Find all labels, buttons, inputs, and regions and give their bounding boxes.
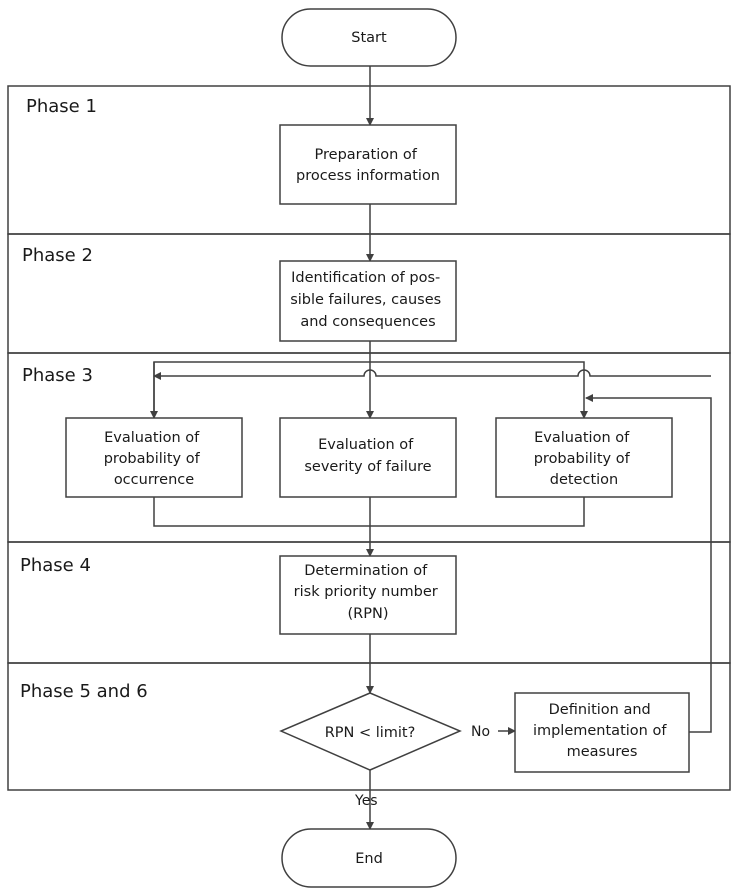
rpn-line-2: risk priority number <box>294 584 438 600</box>
rpn-line-1: Determination of <box>304 563 428 579</box>
identification-text: Identification of pos- sible failures, c… <box>290 270 446 330</box>
preparation-node: Preparation of process information <box>279 124 457 205</box>
end-text-line: End <box>355 851 383 867</box>
occurrence-line-1: Evaluation of <box>104 430 200 446</box>
measures-text: Definition and implementation of measure… <box>533 702 671 760</box>
rpn-line-3: (RPN) <box>348 606 389 622</box>
identification-line-2: sible failures, causes <box>290 292 441 308</box>
no-label: No <box>471 724 490 740</box>
detection-line-1: Evaluation of <box>534 430 630 446</box>
severity-text: Evaluation of severity of failure <box>304 437 431 475</box>
phase-label-1: Phase 1 <box>26 96 97 117</box>
rpn-node: Determination of risk priority number (R… <box>279 555 457 635</box>
start-node: Start <box>281 8 457 67</box>
phase-label-4: Phase 4 <box>20 555 91 576</box>
identification-node: Identification of pos- sible failures, c… <box>279 260 457 342</box>
detection-line-2: probability of <box>534 451 631 467</box>
end-text: End <box>355 851 383 867</box>
detection-text: Evaluation of probability of detection <box>534 430 635 488</box>
phase-band-5-6 <box>7 662 731 791</box>
edge-feedback-to-occurrence <box>153 369 711 380</box>
severity-line-2: severity of failure <box>304 459 431 475</box>
edge-merge-line <box>153 497 585 527</box>
measures-node: Definition and implementation of measure… <box>514 692 690 773</box>
decision-line: RPN < limit? <box>325 725 416 741</box>
start-text: Start <box>351 30 387 46</box>
severity-line-1: Evaluation of <box>318 437 414 453</box>
rpn-text: Determination of risk priority number (R… <box>294 563 443 622</box>
preparation-line-2: process information <box>296 168 440 184</box>
decision-text: RPN < limit? <box>325 725 416 741</box>
measures-line-1: Definition and <box>549 702 651 718</box>
connectors <box>150 66 712 830</box>
phase-label-2: Phase 2 <box>22 245 93 266</box>
detection-node: Evaluation of probability of detection <box>495 417 673 498</box>
severity-node: Evaluation of severity of failure <box>279 417 457 498</box>
occurrence-line-3: occurrence <box>114 472 194 488</box>
identification-line-3: and consequences <box>300 314 435 330</box>
measures-line-3: measures <box>567 744 638 760</box>
measures-line-2: implementation of <box>533 723 667 739</box>
yes-label: Yes <box>354 793 378 809</box>
end-node: End <box>281 828 457 888</box>
occurrence-line-2: probability of <box>104 451 201 467</box>
preparation-line-1: Preparation of <box>315 147 418 163</box>
phase-label-3: Phase 3 <box>22 365 93 386</box>
occurrence-text: Evaluation of probability of occurrence <box>104 430 205 488</box>
identification-line-1: Identification of pos- <box>291 270 440 286</box>
edge-feedback-line <box>585 394 712 733</box>
preparation-text: Preparation of process information <box>296 147 440 184</box>
phase-labels: Phase 1 Phase 2 Phase 3 Phase 4 Phase 5 … <box>20 96 148 702</box>
phase-label-5-6: Phase 5 and 6 <box>20 681 148 702</box>
detection-line-3: detection <box>550 472 618 488</box>
phase-bands <box>7 85 731 791</box>
decision-node: RPN < limit? <box>279 692 462 771</box>
start-text-line: Start <box>351 30 387 46</box>
occurrence-node: Evaluation of probability of occurrence <box>65 417 243 498</box>
